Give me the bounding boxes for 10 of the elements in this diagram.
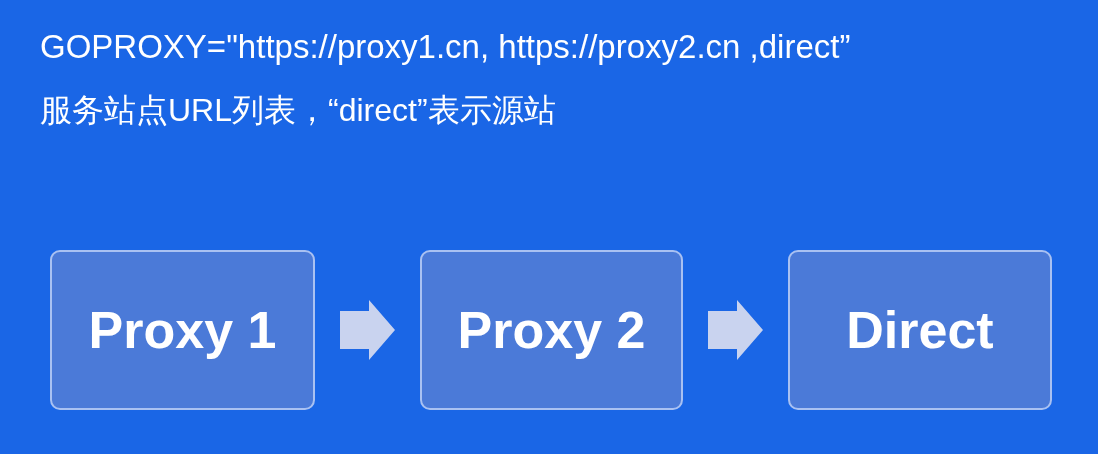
process-box	[420, 250, 683, 410]
heading-text: 服务站点URL列表，“direct”表示源站	[40, 91, 556, 130]
block-arrow	[708, 300, 763, 360]
box-label: Proxy 2	[457, 300, 646, 361]
heading-text: GOPROXY="https://proxy1.cn, https://proxy2.cn ,direct”	[40, 27, 851, 67]
box-label: Direct	[846, 300, 994, 361]
box-label: Proxy 1	[88, 300, 277, 361]
block-arrow	[340, 300, 395, 360]
process-box	[50, 250, 315, 410]
process-box	[788, 250, 1052, 410]
